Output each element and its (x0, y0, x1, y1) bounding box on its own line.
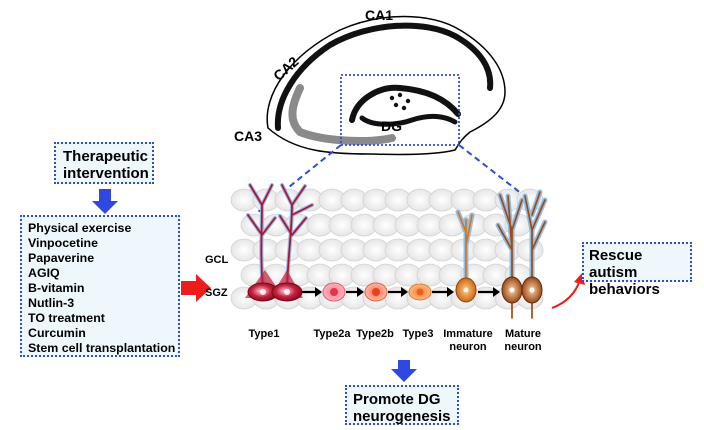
list-item: Physical exercise (28, 221, 132, 235)
intervention-list-box: Physical exercise Vinpocetine Papaverine… (20, 215, 180, 357)
lineage-arrow-head (447, 287, 454, 297)
lineage-arrow-head (315, 287, 322, 297)
therapy-line2: intervention (63, 165, 149, 182)
immature-neuron (455, 209, 477, 303)
dentate-gyrus-lower (359, 113, 458, 127)
sgz-label: SGZ (205, 287, 228, 299)
lineage-arrow-head (401, 287, 408, 297)
list-item: Papaverine (28, 251, 95, 265)
lineage-arrow-head (493, 287, 500, 297)
list-to-sgz-arrow (181, 274, 211, 302)
hippocampus-section (257, 15, 541, 213)
list-item: Nutlin-3 (28, 296, 75, 310)
list-item: AGIQ (28, 266, 60, 280)
ca1-label: CA1 (365, 7, 394, 23)
rescue-autism-box: Rescue autism behaviors (582, 242, 692, 298)
rescue-line2: behaviors (589, 281, 660, 298)
ca3-label: CA3 (234, 128, 263, 144)
cornu-ammonis (274, 22, 494, 131)
type1-cells (245, 183, 314, 302)
dg-zoom-box (340, 74, 460, 146)
list-item: TO treatment (28, 311, 105, 325)
progenitor-cells (322, 282, 432, 302)
lineage-arrows (300, 287, 500, 297)
list-item: B-vitamin (28, 281, 85, 295)
lineage-arrow-head (357, 287, 364, 297)
therapeutic-intervention-box: Therapeutic intervention (54, 142, 154, 184)
rescue-line1: Rescue autism (589, 247, 643, 281)
stage-label-type2a: Type2a (313, 328, 351, 340)
promote-line1: Promote DG (353, 391, 441, 408)
list-item: Curcumin (28, 326, 86, 340)
mature-neurons (495, 189, 548, 319)
promote-dg-box: Promote DG neurogenesis (345, 385, 459, 425)
stage-label-type3: Type3 (402, 328, 434, 340)
zoom-line-left (257, 144, 342, 213)
list-item: Vinpocetine (28, 236, 98, 250)
ca3-gray-band (288, 84, 396, 145)
therapy-down-arrow (92, 189, 118, 214)
list-item: Stem cell transplantation (28, 341, 176, 355)
rescue-curved-arrow (551, 273, 585, 309)
stage-label-type1: Type1 (248, 328, 280, 340)
dentate-gyrus-upper (349, 84, 461, 123)
gcl-label: GCL (205, 254, 229, 266)
dg-label: DG (381, 118, 402, 134)
promote-down-arrow (391, 360, 417, 382)
therapy-line1: Therapeutic (63, 148, 149, 165)
promote-line2: neurogenesis (353, 408, 451, 425)
stage-label-type2b: Type2b (356, 328, 394, 340)
